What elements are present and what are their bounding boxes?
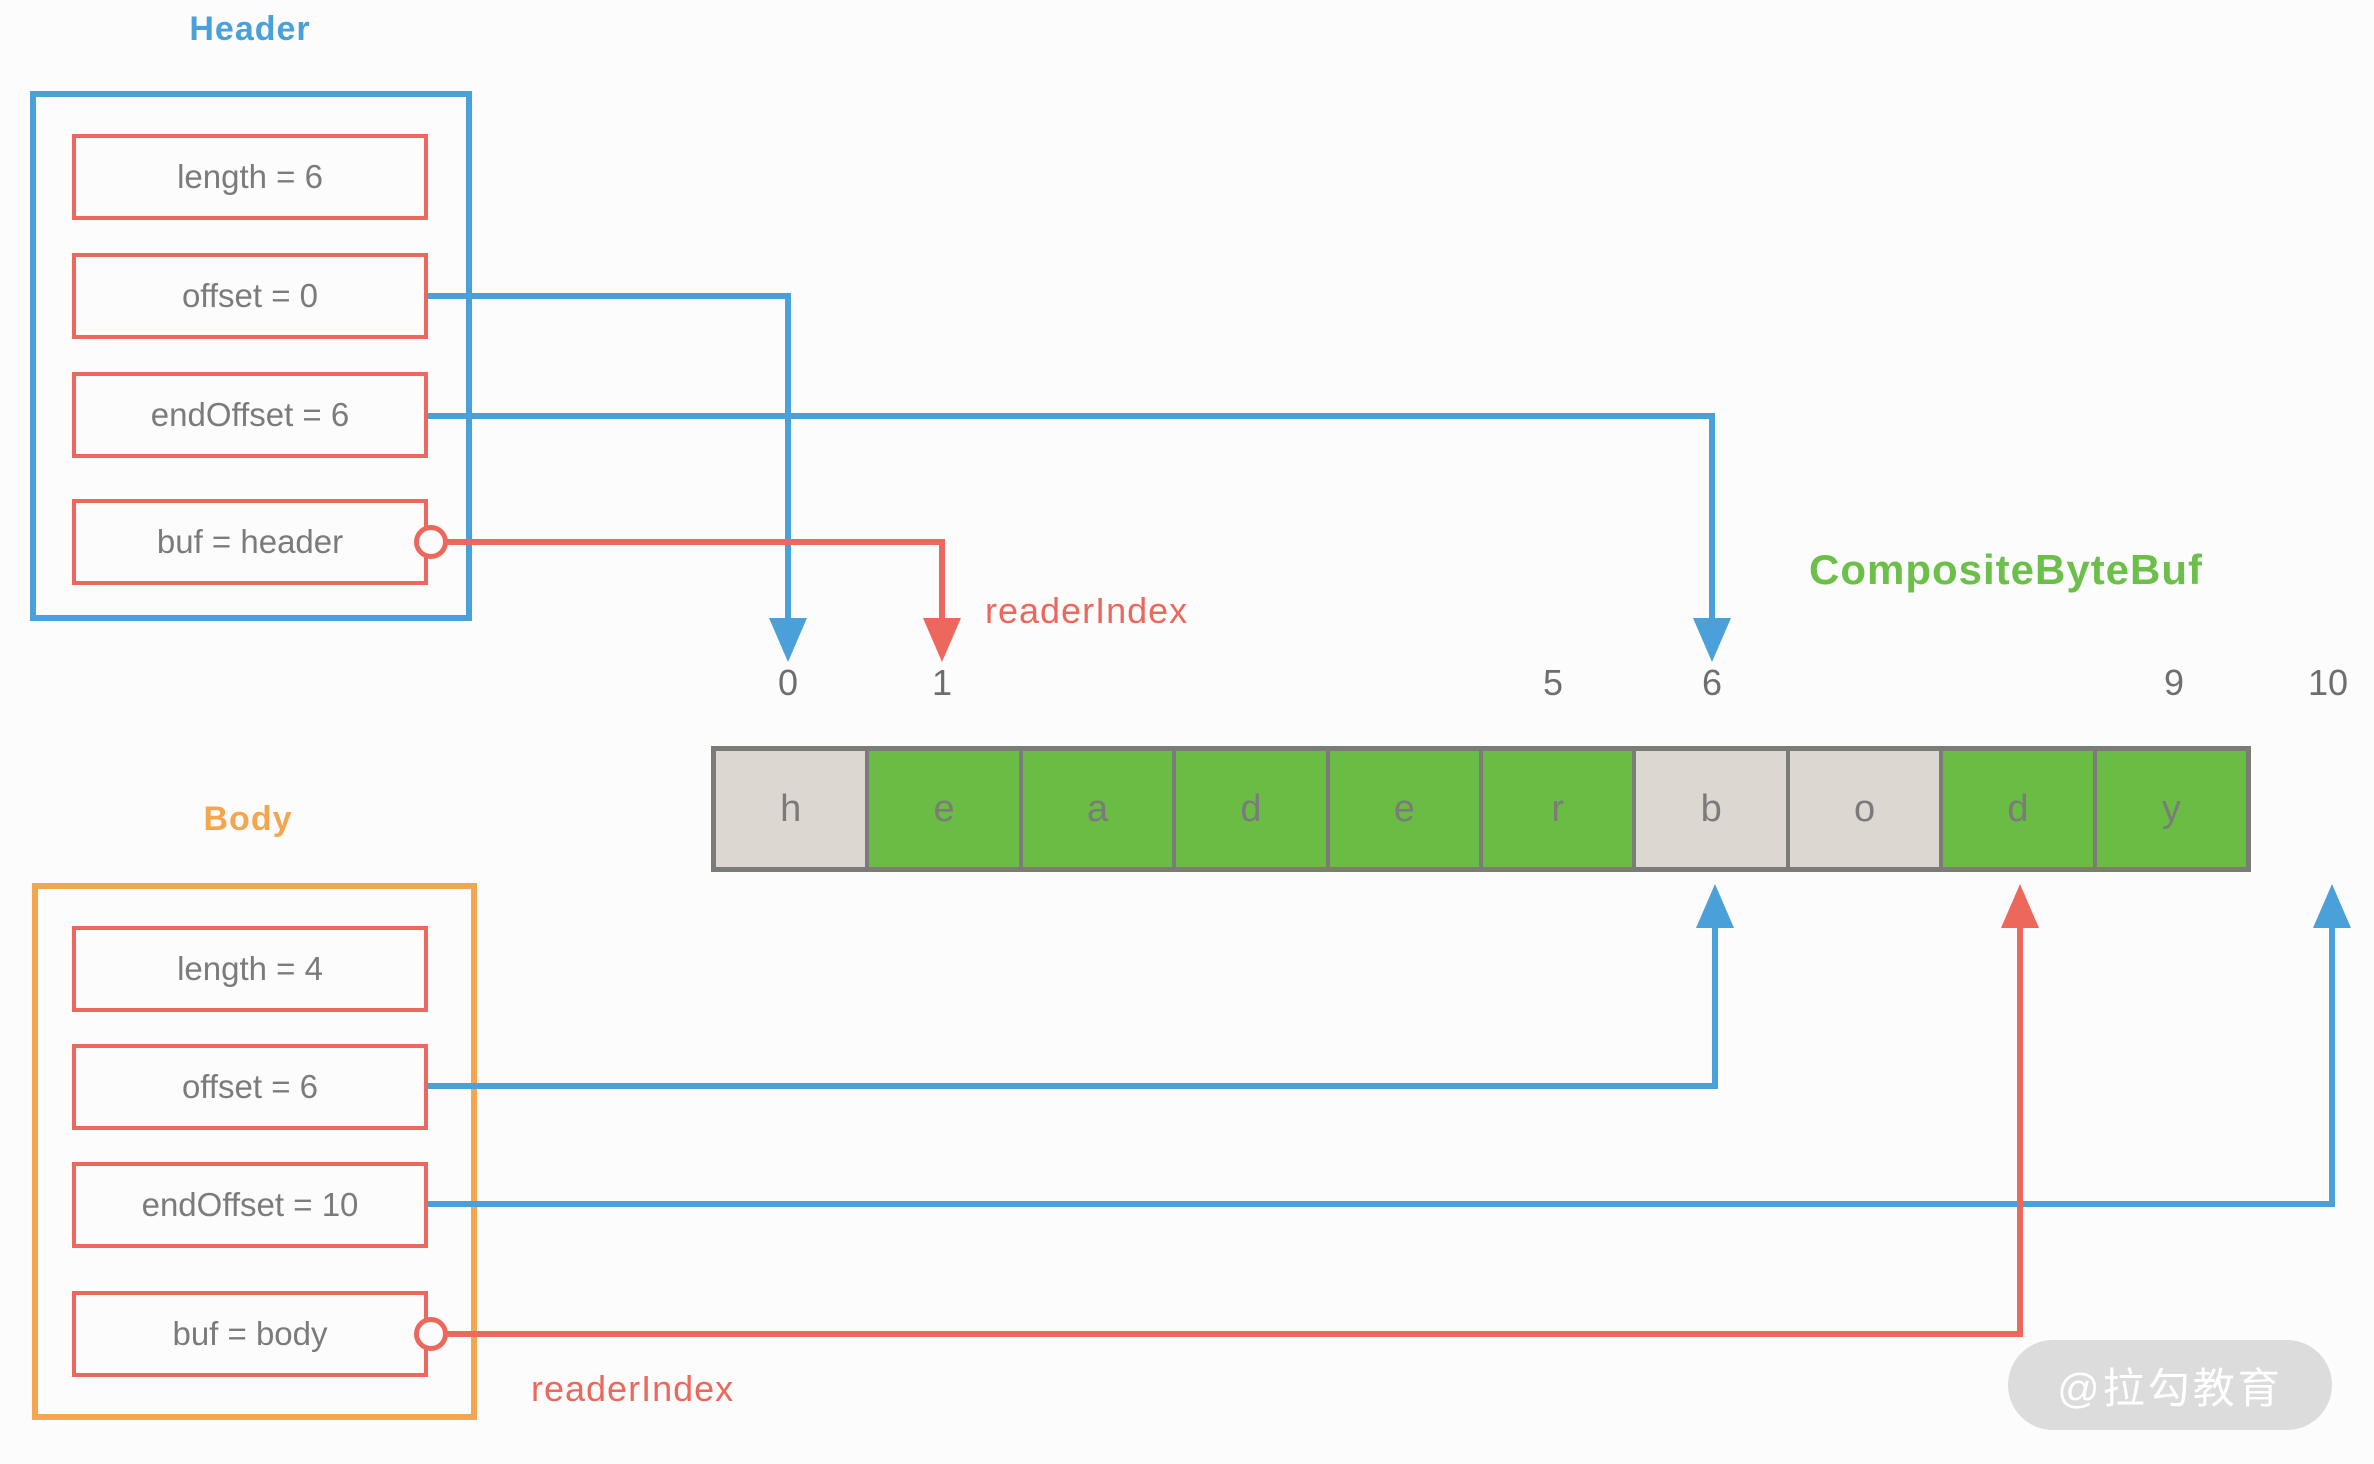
body-endoffset-line-horizontal <box>427 1201 2335 1207</box>
index-label-5: 5 <box>1542 662 1564 703</box>
body-buf-line-vertical <box>2017 926 2023 1337</box>
body-field-length: length = 4 <box>72 926 428 1012</box>
header-offset-line-vertical <box>785 293 791 620</box>
byte-cell-0: h <box>716 751 870 867</box>
header-buf-ref-circle-icon <box>414 525 448 559</box>
byte-cell-8: d <box>1943 751 2097 867</box>
index-label-10: 10 <box>2307 662 2349 703</box>
byte-cell-3: d <box>1176 751 1330 867</box>
body-group-box <box>32 883 477 1420</box>
header-field-endoffset: endOffset = 6 <box>72 372 428 458</box>
body-buf-ref-circle-icon <box>414 1317 448 1351</box>
header-endoffset-line-vertical <box>1709 413 1715 620</box>
byte-cell-9: y <box>2096 751 2247 867</box>
body-readerindex-arrowhead-icon <box>2001 884 2039 928</box>
header-field-offset: offset = 0 <box>72 253 428 339</box>
index-label-6: 6 <box>1701 662 1723 703</box>
header-readerindex-arrowhead-icon <box>923 618 961 662</box>
byte-cell-6: b <box>1636 751 1790 867</box>
header-group-box <box>30 91 472 621</box>
body-group-title: Body <box>203 800 293 838</box>
byte-cell-2: a <box>1022 751 1177 867</box>
byte-array: h e a d e r b o d y <box>711 746 2251 872</box>
header-group-title: Header <box>189 10 311 48</box>
byte-cell-1: e <box>869 751 1023 867</box>
byte-cell-7: o <box>1789 751 1944 867</box>
header-endoffset-arrowhead-icon <box>1693 618 1731 662</box>
body-field-offset: offset = 6 <box>72 1044 428 1130</box>
body-offset-line-vertical <box>1712 926 1718 1089</box>
header-field-buf: buf = header <box>72 499 428 585</box>
composite-bytebuf-title: CompositeByteBuf <box>1808 546 2204 593</box>
body-field-endoffset: endOffset = 10 <box>72 1162 428 1248</box>
reader-index-label-bottom: readerIndex <box>531 1368 735 1409</box>
header-field-length: length = 6 <box>72 134 428 220</box>
body-endoffset-arrowhead-icon <box>2313 884 2351 928</box>
body-field-buf: buf = body <box>72 1291 428 1377</box>
index-label-1: 1 <box>931 662 953 703</box>
header-buf-line-vertical <box>939 539 945 620</box>
header-offset-line-horizontal <box>427 293 791 299</box>
body-endoffset-line-vertical <box>2329 926 2335 1207</box>
header-endoffset-line-horizontal <box>427 413 1715 419</box>
body-offset-arrowhead-icon <box>1696 884 1734 928</box>
body-offset-line-horizontal <box>427 1083 1718 1089</box>
reader-index-label-top: readerIndex <box>985 590 1189 631</box>
index-label-9: 9 <box>2163 662 2185 703</box>
byte-cell-5: r <box>1483 751 1637 867</box>
byte-cell-4: e <box>1329 751 1484 867</box>
header-buf-line-horizontal <box>444 539 945 545</box>
body-buf-line-horizontal <box>444 1331 2023 1337</box>
watermark-badge: @拉勾教育 <box>2008 1340 2332 1430</box>
index-label-0: 0 <box>777 662 799 703</box>
header-offset-arrowhead-icon <box>769 618 807 662</box>
